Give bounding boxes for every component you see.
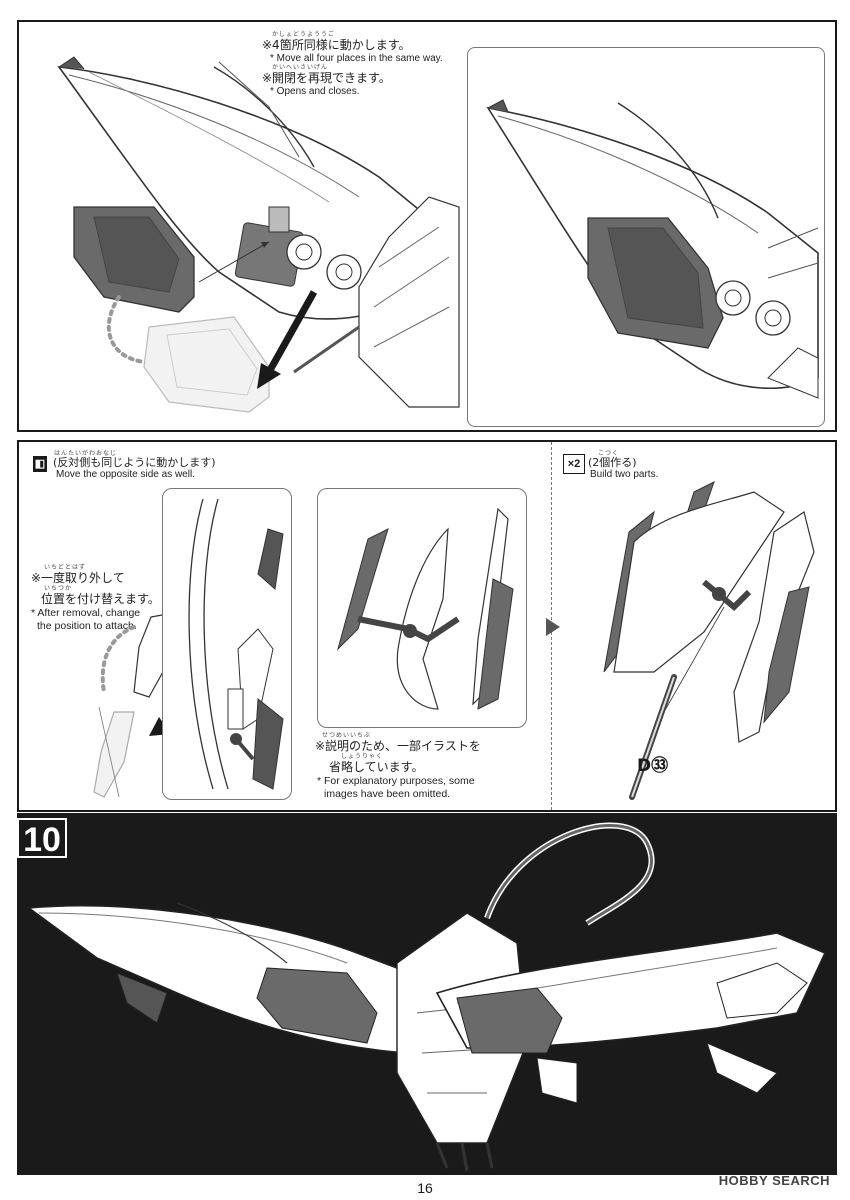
omit-ruby1: せつめいいちぶ	[322, 732, 372, 739]
remove-ruby2: いちつか	[44, 585, 73, 592]
detail-box-2	[317, 488, 527, 728]
note1-ruby: かしょどうよううご	[272, 31, 336, 38]
build-jp: (2個作る)	[588, 456, 637, 469]
build-ruby: こつく	[598, 450, 620, 457]
remove-jp1: ※一度取り外して	[31, 571, 125, 585]
part-label: D㉝	[637, 756, 669, 776]
note2-ruby: かいへいさいげん	[272, 64, 329, 71]
build-count-badge: ×2	[563, 454, 585, 474]
middle-panel: ◧ はんたいがわおなじ (反対側も同じように動かします) Move the op…	[17, 440, 837, 812]
step-10-panel	[17, 813, 837, 1175]
result-backpack-illustration	[486, 99, 819, 399]
result-box	[467, 47, 825, 427]
detail-box-1	[162, 488, 292, 800]
omit-ruby2: しょうりゃく	[341, 753, 384, 760]
omit-en2: images have been omitted.	[324, 788, 451, 800]
build-en: Build two parts.	[590, 469, 659, 480]
remove-ruby1: いちどとはず	[44, 564, 87, 571]
note2-jp: ※開閉を再現できます。	[262, 71, 391, 85]
opposite-jp: (反対側も同じように動かします)	[53, 456, 216, 469]
remove-jp2: 位置を付け替えます。	[41, 592, 160, 606]
remove-en2: the position to attach.	[37, 620, 137, 632]
final-assembly-illustration	[26, 822, 827, 1172]
proceed-arrow-icon	[546, 618, 560, 636]
omit-en1: * For explanatory purposes, some	[317, 775, 475, 787]
mirror-icon: ◧	[33, 456, 47, 472]
omit-jp2: 省略しています。	[329, 760, 424, 774]
watermark: HOBBY SEARCH	[718, 1173, 830, 1188]
note1-en: * Move all four places in the same way.	[270, 53, 443, 64]
note2-en: * Opens and closes.	[270, 86, 360, 97]
page-number: 16	[417, 1180, 433, 1196]
detail-1-illustration	[188, 498, 284, 790]
remove-en1: * After removal, change	[31, 607, 141, 619]
omit-jp1: ※説明のため、一部イラストを	[315, 739, 481, 753]
step-number: 10	[17, 818, 67, 859]
detail-2-illustration	[337, 507, 514, 710]
opposite-en: Move the opposite side as well.	[56, 469, 195, 480]
top-panel: かしょどうよううご ※4箇所同様に動かします。 * Move all four …	[17, 20, 837, 432]
assembled-wing-illustration	[603, 481, 815, 800]
left-backpack-illustration	[57, 56, 460, 413]
note1-jp: ※4箇所同様に動かします。	[262, 38, 411, 52]
opposite-ruby: はんたいがわおなじ	[54, 450, 118, 457]
